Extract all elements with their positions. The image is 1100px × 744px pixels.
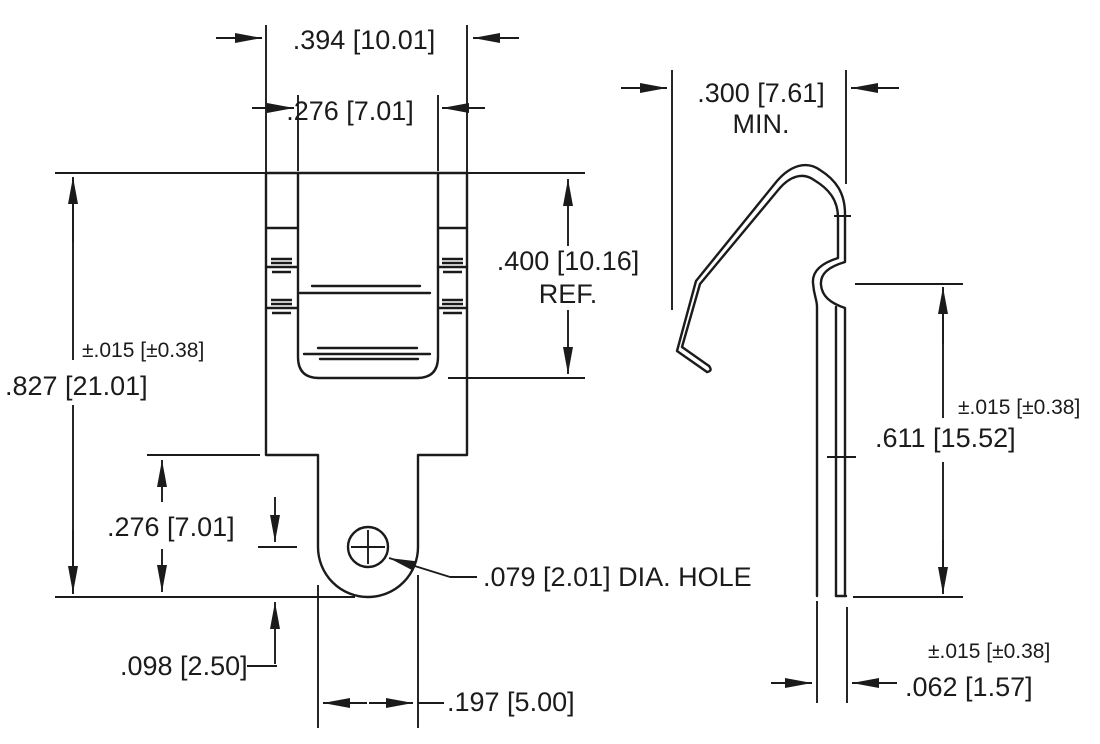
front-hem-lines: [298, 284, 432, 361]
lower-section-height-label: .276 [7.01]: [107, 512, 235, 542]
side-extension-lines: [671, 70, 963, 703]
front-part-outline: [264, 171, 469, 599]
front-inner-clip-outline: [296, 171, 440, 380]
front-side-tab-lines: [264, 226, 469, 310]
thickness-label: .062 [1.57]: [905, 672, 1033, 702]
thickness-tolerance-label: ±.015 [±0.38]: [928, 640, 1050, 663]
front-extension-lines: [55, 25, 585, 728]
front-tab-hatch-marks: [271, 257, 463, 315]
depth-min-label: .300 [7.61]: [697, 78, 825, 108]
side-height-tolerance-label: ±.015 [±0.38]: [958, 396, 1080, 419]
tab-width-label: .197 [5.00]: [447, 687, 575, 717]
side-bend-tick-marks: [827, 215, 856, 458]
side-height-label: .611 [15.52]: [875, 423, 1016, 453]
height-ref-label: .400 [10.16]: [497, 246, 640, 276]
hole-circle: [346, 525, 390, 569]
width-outer-label: .394 [10.01]: [293, 25, 436, 55]
front-view: .394 [10.01] .276 [7.01] .400 [10.16] RE…: [5, 25, 752, 728]
hole-leader-arrow: [388, 557, 451, 578]
hole-crosshair: [351, 530, 385, 564]
side-foot-tip-cap: [705, 364, 712, 374]
width-inner-label: .276 [7.01]: [286, 96, 414, 126]
side-dimension-arrows: [621, 83, 948, 688]
height-ref-suffix-label: REF.: [539, 279, 598, 309]
side-hook-inner-contour: [680, 174, 840, 598]
side-part-outline: [675, 163, 856, 598]
overall-height-label: .827 [21.01]: [5, 371, 148, 401]
depth-min-suffix-label: MIN.: [733, 109, 790, 139]
side-hook-outer-contour: [675, 163, 847, 598]
side-view: .300 [7.61] MIN. ±.015 [±0.38] .611 [15.…: [621, 70, 1080, 703]
hole-callout-label: .079 [2.01] DIA. HOLE: [483, 562, 752, 592]
overall-height-tolerance-label: ±.015 [±0.38]: [82, 339, 204, 362]
hole-offset-label: .098 [2.50]: [120, 651, 248, 681]
front-dimension-arrows: [68, 33, 573, 708]
